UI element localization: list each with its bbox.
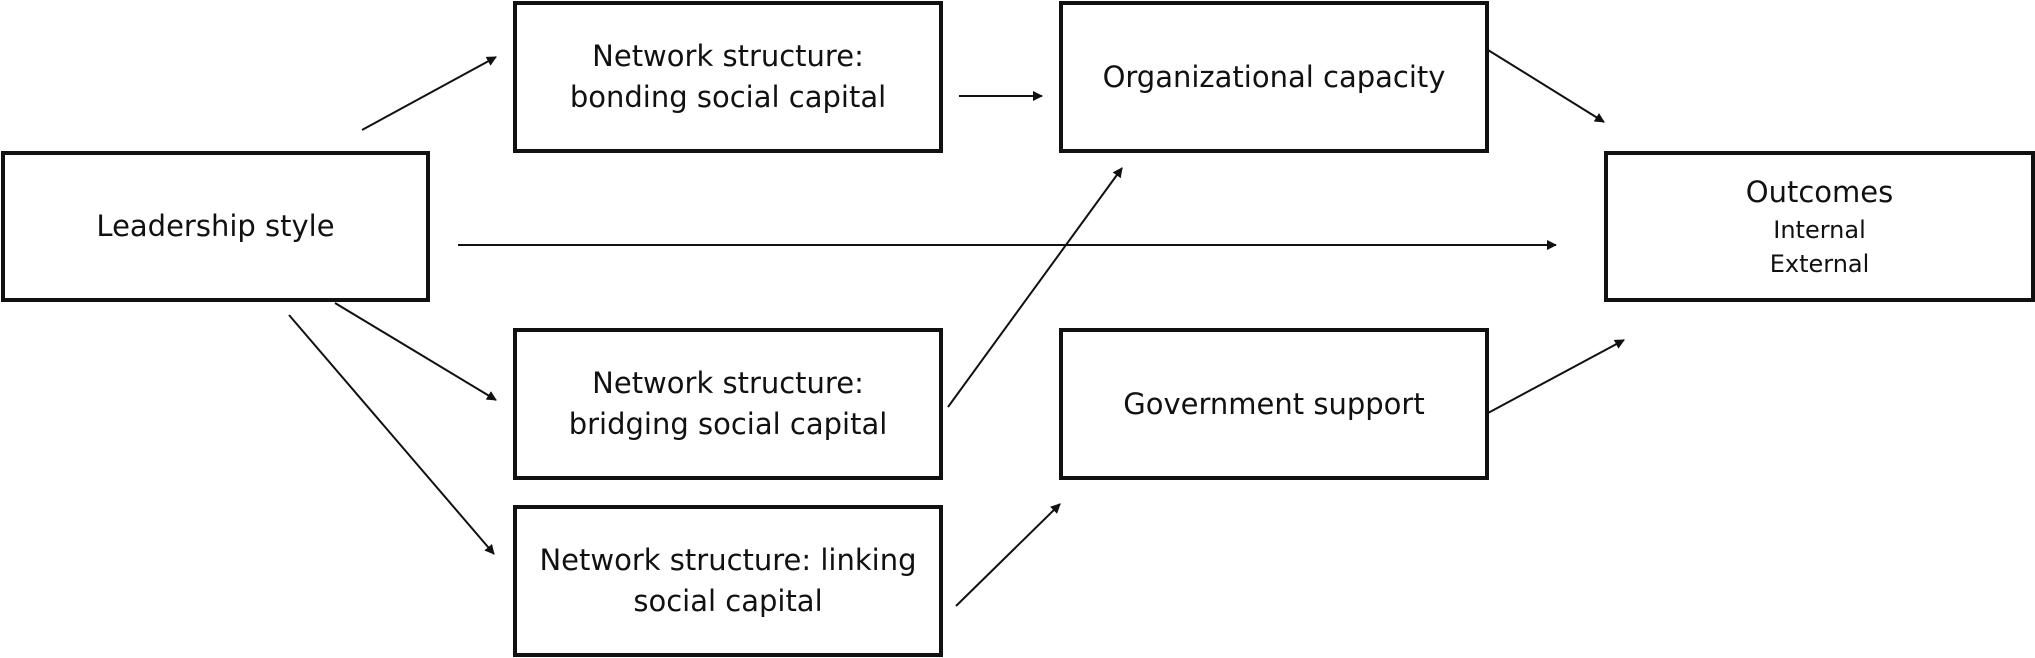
bonding-label-line2: bonding social capital [569,80,887,114]
bridging-social-capital-node: Network structure: bridging social capit… [513,328,943,480]
outcomes-title: Outcomes [1745,175,1894,209]
arrow-bridging-to-org-capacity [947,167,1123,408]
leadership-style-label: Leadership style [96,209,335,243]
arrow-leadership-to-linking [288,314,495,555]
arrow-linking-to-gov-support [955,503,1061,607]
government-support-label: Government support [1123,386,1425,421]
outcomes-item-external: External [1769,250,1870,278]
arrow-org-capacity-to-outcomes [1487,49,1605,123]
linking-label-line1: Network structure: linking [539,543,917,577]
leadership-style-node: Leadership style [1,151,430,302]
bonding-label-line1: Network structure: [592,39,864,73]
linking-social-capital-node: Network structure: linking social capita… [513,505,943,657]
bridging-label-line1: Network structure: [592,366,864,400]
linking-label-line2: social capital [633,584,823,618]
outcomes-item-internal: Internal [1773,216,1866,244]
government-support-node: Government support [1059,328,1489,480]
organizational-capacity-label: Organizational capacity [1102,59,1446,94]
arrow-gov-support-to-outcomes [1487,339,1625,414]
bridging-label-line2: bridging social capital [568,407,888,441]
organizational-capacity-node: Organizational capacity [1059,1,1489,153]
arrow-leadership-to-bonding [361,56,497,131]
arrow-leadership-to-bridging [334,302,497,401]
bonding-social-capital-node: Network structure: bonding social capita… [513,1,943,153]
outcomes-node: Outcomes Internal External [1604,151,2035,302]
